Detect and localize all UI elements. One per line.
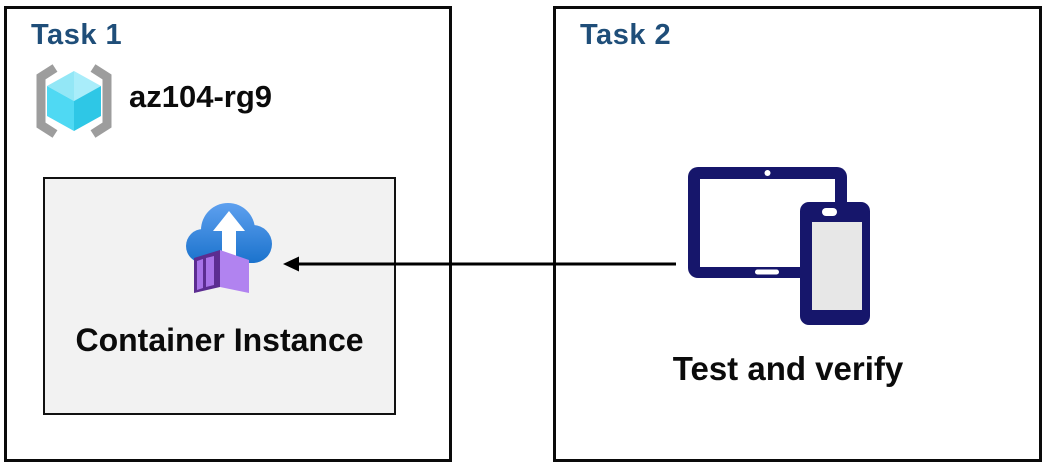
right-bracket-icon	[90, 64, 112, 138]
container-instance-icon	[186, 203, 272, 293]
resource-group-name: az104-rg9	[129, 79, 273, 114]
devices-icon	[688, 167, 870, 325]
tablet-camera-icon	[764, 170, 771, 176]
task2-title: Task 2	[580, 19, 672, 51]
task1-title: Task 1	[31, 19, 123, 51]
task1-box: Task 1 az104-rg9	[4, 6, 452, 462]
arrow-connector-icon	[283, 256, 676, 272]
cube-icon	[47, 71, 101, 131]
phone-speaker-icon	[822, 208, 837, 216]
phone-icon	[800, 202, 870, 325]
arrowhead-icon	[283, 256, 299, 272]
container-instance-label: Container Instance	[75, 322, 364, 358]
upload-arrow-icon	[213, 211, 245, 258]
left-bracket-icon	[36, 64, 58, 138]
tablet-home-button-icon	[755, 269, 779, 275]
resource-group-icon	[36, 64, 112, 138]
container-box-icon	[194, 250, 249, 293]
container-instance-box: Container Instance	[43, 177, 396, 415]
devices-label: Test and verify	[672, 350, 904, 387]
